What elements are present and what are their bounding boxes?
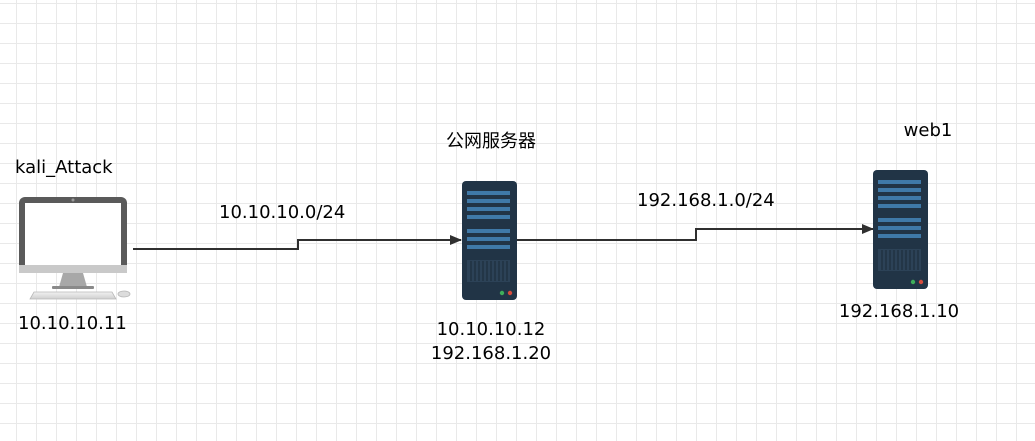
- attacker-ip-label: 10.10.10.11: [18, 313, 127, 334]
- public-server-ip-label: 10.10.10.12: [436, 319, 546, 340]
- web1-ip-label: 192.168.1.10: [838, 301, 960, 322]
- link-subnet-label: 192.168.1.0/24: [637, 190, 775, 211]
- server-icon: [873, 170, 928, 289]
- link-attacker-to-server: [133, 235, 462, 250]
- monitor-icon: [19, 197, 131, 300]
- link-subnet-label: 10.10.10.0/24: [219, 202, 346, 223]
- server-icon: [462, 181, 517, 300]
- attacker-name-label: kali_Attack: [15, 157, 113, 178]
- web1-name-label: web1: [903, 120, 953, 141]
- public-server-ip-label: 192.168.1.20: [430, 343, 552, 364]
- link-server-to-web1: [517, 224, 874, 241]
- public-server-name-label: 公网服务器: [446, 131, 536, 152]
